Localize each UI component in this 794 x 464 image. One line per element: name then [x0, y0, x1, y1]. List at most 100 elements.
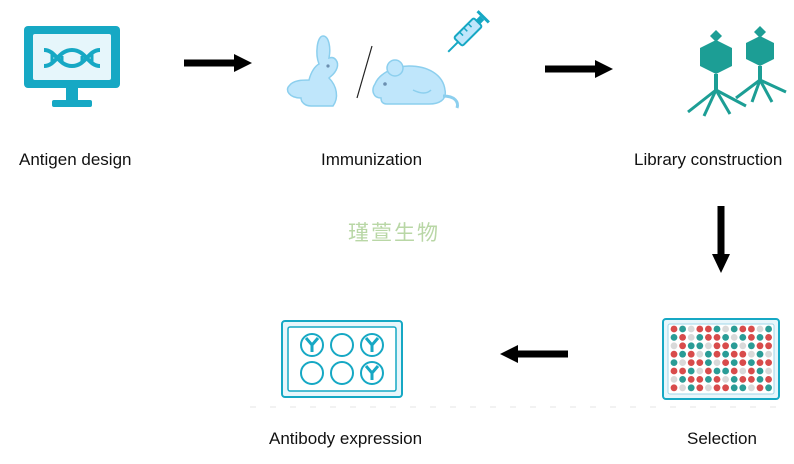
plate-well: [713, 367, 721, 375]
plate-well: [713, 359, 721, 366]
plate-well: [722, 359, 729, 366]
plate-well: [670, 342, 678, 350]
plate-well: [705, 367, 712, 375]
plate-well: [679, 359, 686, 366]
plate-well: [696, 342, 704, 350]
selection-label: Selection: [687, 429, 757, 448]
plate-well: [696, 359, 704, 366]
plate-well: [670, 384, 678, 392]
plate-well: [705, 384, 712, 392]
plate-well: [765, 367, 772, 375]
plate-well: [748, 384, 755, 392]
plate-well: [687, 342, 695, 350]
plate-well: [722, 367, 729, 375]
plate-well: [696, 350, 704, 358]
plate-well: [670, 325, 678, 333]
plate-well: [756, 334, 764, 341]
plate-well: [748, 342, 755, 350]
plate-well: [765, 342, 772, 350]
plate-well: [687, 325, 695, 333]
plate-well: [696, 325, 704, 333]
plate-well: [713, 376, 721, 383]
plate-well: [739, 376, 747, 383]
plate-well: [679, 367, 686, 375]
plate-well: [730, 342, 738, 350]
plate-well: [756, 342, 764, 350]
plate-well: [679, 384, 686, 392]
plate-well: [765, 376, 772, 383]
plate-well: [730, 376, 738, 383]
plate-well: [730, 334, 738, 341]
plate-well: [670, 350, 678, 358]
plate-well: [756, 376, 764, 383]
plate-well: [696, 334, 704, 341]
plate-well: [722, 342, 729, 350]
plate-well: [739, 350, 747, 358]
plate-well: [705, 334, 712, 341]
plate-well: [687, 367, 695, 375]
plate-well: [696, 376, 704, 383]
plate-well: [730, 350, 738, 358]
plate-well: [756, 367, 764, 375]
plate-well: [679, 376, 686, 383]
rabbit-icon: [286, 35, 339, 107]
antibody-expression-label: Antibody expression: [269, 429, 423, 448]
plate-well: [687, 359, 695, 366]
plate-well: [739, 359, 747, 366]
arrow-left: [500, 345, 568, 363]
watermark-text: 瑾萱生物: [348, 221, 440, 245]
arrow-right-1: [184, 54, 252, 72]
plate-well: [679, 350, 686, 358]
plate-well: [739, 367, 747, 375]
antibody-y-icon: [364, 337, 380, 352]
plate-well: [748, 359, 755, 366]
plate-well: [679, 334, 686, 341]
plate-well: [687, 384, 695, 392]
plate-well: [705, 325, 712, 333]
plate-well: [687, 376, 695, 383]
plate-well: [722, 350, 729, 358]
plate-well: [739, 325, 747, 333]
baseline-strip: [250, 406, 790, 408]
antibody-y-icon: [304, 337, 320, 352]
plate-well: [739, 342, 747, 350]
plate-well: [722, 334, 729, 341]
plate-well: [696, 367, 704, 375]
plate-well: [679, 342, 686, 350]
plate-well: [730, 325, 738, 333]
plate-well: [713, 350, 721, 358]
plate-well: [756, 325, 764, 333]
arrow-down: [712, 206, 730, 273]
antibody-plate-icon: [281, 320, 403, 398]
plate-well: [765, 334, 772, 341]
plate-well: [765, 359, 772, 366]
plate-well: [722, 376, 729, 383]
plate-well: [730, 359, 738, 366]
plate-well: [696, 384, 704, 392]
plate-well: [739, 334, 747, 341]
plate-well: [705, 376, 712, 383]
arrow-right-2: [545, 60, 613, 78]
plate-well: [748, 367, 755, 375]
plate-well: [765, 325, 772, 333]
divider-slash: [356, 45, 373, 99]
mouse-icon: [372, 59, 459, 109]
plate-well: [765, 384, 772, 392]
plate-well: [722, 384, 729, 392]
monitor-dna-icon: [24, 26, 120, 107]
plate-well: [756, 350, 764, 358]
plate-well: [765, 350, 772, 358]
plate-well: [705, 359, 712, 366]
plate-well: [748, 334, 755, 341]
plate-well: [670, 367, 678, 375]
plate-well: [670, 376, 678, 383]
antigen-design-label: Antigen design: [19, 150, 132, 169]
phage-icon: [687, 26, 787, 117]
plate-well: [705, 350, 712, 358]
plate-well: [713, 384, 721, 392]
plate-well: [705, 342, 712, 350]
plate-well: [730, 367, 738, 375]
plate-well: [670, 359, 678, 366]
plate-well: [679, 325, 686, 333]
